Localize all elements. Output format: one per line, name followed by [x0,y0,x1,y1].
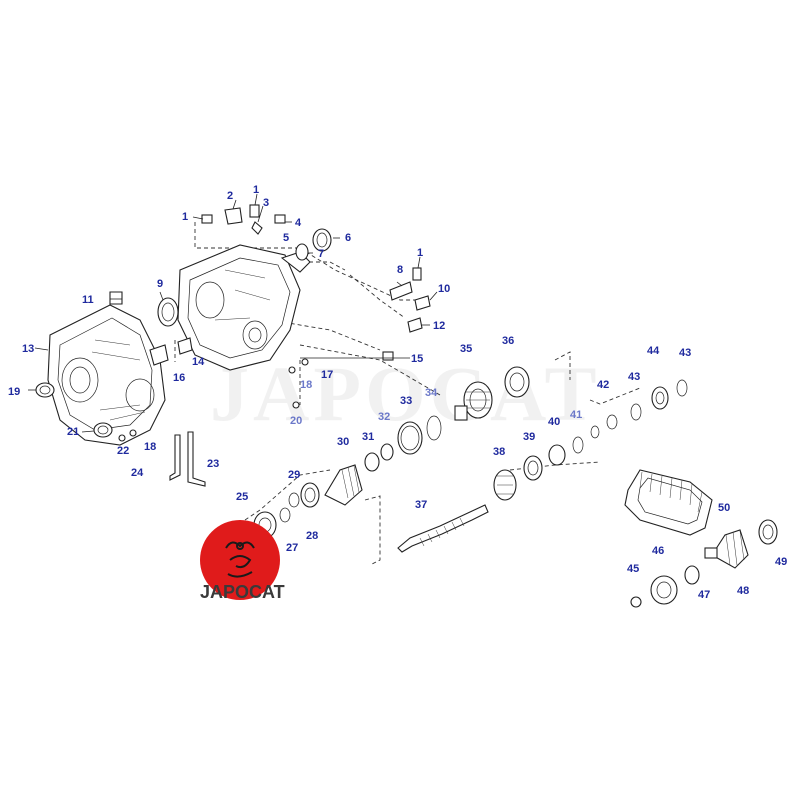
callout-14: 14 [192,356,205,368]
front-case [177,244,311,371]
callout-27: 27 [286,542,298,554]
callout-38: 38 [493,446,505,458]
callout-1: 1 [182,211,188,223]
callout-22: 22 [117,445,129,457]
callout-40: 40 [548,416,560,428]
callout-36: 36 [502,335,514,347]
callout-5: 5 [283,232,289,244]
callout-10: 10 [438,283,450,295]
callout-11: 11 [82,294,94,306]
callout-13: 13 [22,343,34,355]
callout-32: 32 [378,411,390,423]
callout-50: 50 [718,502,730,514]
callout-43: 43 [628,371,640,383]
callout-34: 34 [425,387,438,399]
callout-17: 17 [321,369,333,381]
callout-18: 18 [144,441,156,453]
callout-31: 31 [362,431,374,443]
callout-37: 37 [415,499,427,511]
logo-text: JAPOCAT [200,582,285,602]
callout-30: 30 [337,436,349,448]
callout-46: 46 [652,545,664,557]
callout-42: 42 [597,379,609,391]
shaft-parts [253,366,688,553]
callout-21: 21 [67,426,79,438]
callout-29: 29 [288,469,300,481]
callout-44: 44 [647,345,660,357]
logo-emblem-icon [225,541,255,578]
callout-1: 1 [417,247,423,259]
callout-49: 49 [775,556,787,568]
callout-9: 9 [157,278,163,290]
callout-39: 39 [523,431,535,443]
callout-35: 35 [460,343,472,355]
callout-24: 24 [131,467,144,479]
japocat-logo: JAPOCAT [200,520,285,602]
callout-41: 41 [570,409,582,421]
callouts: 1 1 1 2 3 4 5 6 7 8 9 10 11 12 13 14 15 … [8,184,787,601]
callout-18: 18 [300,379,312,391]
callout-47: 47 [698,589,710,601]
rear-case [47,304,166,446]
callout-1: 1 [253,184,259,196]
callout-23: 23 [207,458,219,470]
callout-8: 8 [397,264,403,276]
callout-3: 3 [263,197,269,209]
callout-28: 28 [306,530,318,542]
callout-45: 45 [627,563,639,575]
callout-4: 4 [295,217,302,229]
callout-7: 7 [318,248,324,260]
callout-19: 19 [8,386,20,398]
callout-43: 43 [679,347,691,359]
callout-6: 6 [345,232,351,244]
callout-16: 16 [173,372,185,384]
leader-lines [28,193,438,433]
callout-25: 25 [236,491,248,503]
chain-and-sprocket [624,469,778,608]
callout-12: 12 [433,320,445,332]
callout-15: 15 [411,353,423,365]
callout-33: 33 [400,395,412,407]
callout-20: 20 [290,415,302,427]
callout-48: 48 [737,585,749,597]
callout-2: 2 [227,190,233,202]
watermark-text: JAPOCAT [210,350,601,437]
logo-circle [200,520,280,600]
